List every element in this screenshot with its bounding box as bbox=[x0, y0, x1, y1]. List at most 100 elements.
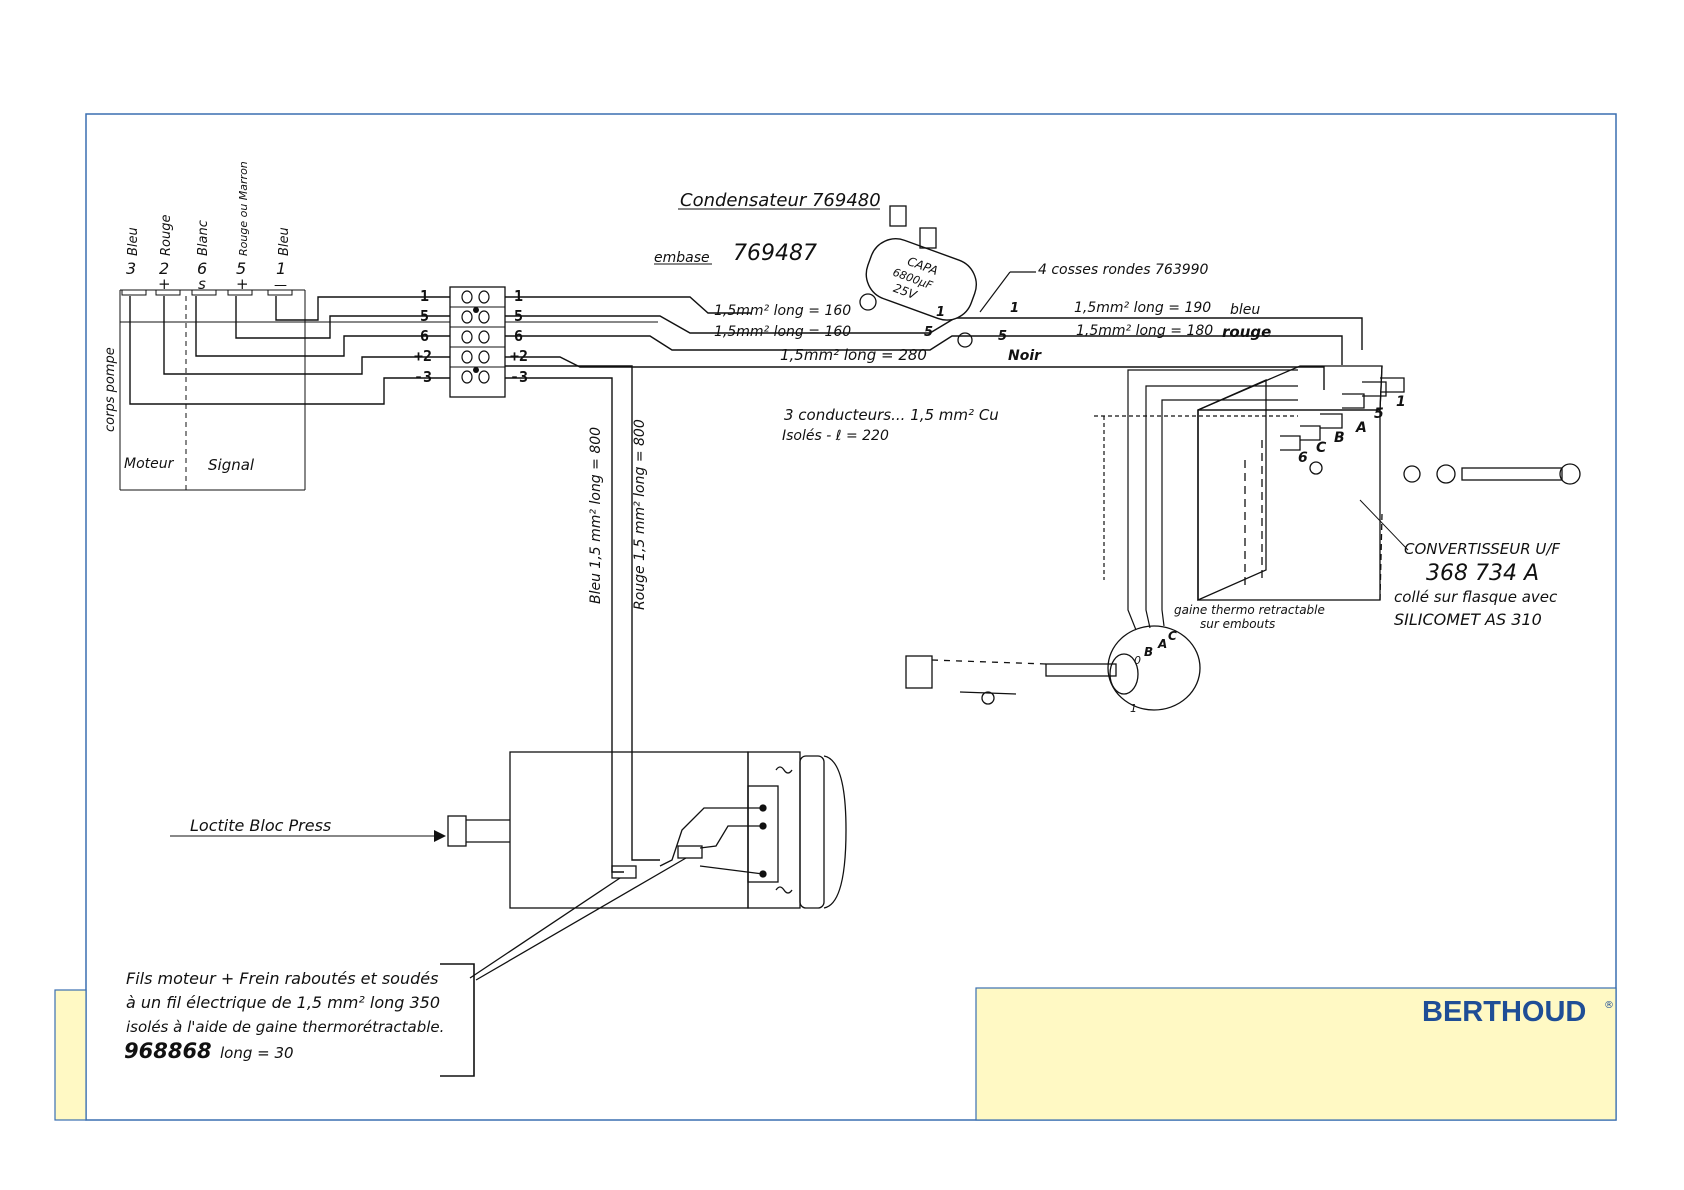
terminal-pad-4 bbox=[227, 289, 253, 296]
terminal-box bbox=[747, 785, 779, 883]
capacitor-title: Condensateur 769480 bbox=[680, 190, 881, 211]
capacitor-pin-4: 5 bbox=[998, 329, 1007, 344]
sensor-pin-a: A bbox=[1157, 637, 1167, 651]
legend-wire-sign-3: s bbox=[198, 275, 206, 293]
capacitor-pin-1: 1 bbox=[936, 305, 945, 320]
wire-label-190: 1,5mm² long = 190 bbox=[1074, 300, 1211, 316]
converter-ref: 368 734 A bbox=[1426, 561, 1539, 586]
gaine-label-line-1: gaine thermo retractable bbox=[1174, 603, 1325, 617]
brand-mark: ® bbox=[1604, 1000, 1614, 1011]
terminal-pad-1 bbox=[121, 289, 147, 296]
splice-sleeve-1 bbox=[611, 865, 637, 879]
capacitor-pin-2: 5 bbox=[924, 325, 933, 340]
terminal-right-4: +2 bbox=[510, 347, 528, 365]
sensor-pin-b: B bbox=[1144, 645, 1153, 659]
title-block bbox=[975, 987, 1617, 1121]
terminal-pad-2 bbox=[155, 289, 181, 296]
converter-note-1: collé sur flasque avec bbox=[1394, 588, 1558, 606]
set-screw-icon bbox=[981, 691, 995, 705]
fils-note-ref-length: long = 30 bbox=[220, 1044, 294, 1062]
terminal-screws bbox=[461, 290, 490, 384]
converter-terminal-b: B bbox=[1334, 430, 1345, 446]
conductors-note: 3 conducteurs... 1,5 mm² Cu Isolés - ℓ =… bbox=[782, 406, 999, 444]
legend-wire-label-1: Bleu bbox=[126, 227, 141, 256]
sensor-disc bbox=[1107, 625, 1201, 711]
motor-brake bbox=[799, 755, 825, 909]
pump-body-label: corps pompe bbox=[103, 347, 118, 432]
fils-note-ref: 968868 bbox=[124, 1039, 212, 1063]
converter-terminal-c: C bbox=[1316, 440, 1327, 456]
bolt-icon bbox=[1461, 467, 1563, 481]
converter-terminal-a: A bbox=[1355, 420, 1367, 436]
legend-wire-number-1: 3 bbox=[126, 259, 136, 278]
cosses-label: 4 cosses rondes 763990 bbox=[1038, 262, 1209, 278]
wire-labels: 1,5mm² long = 160 1,5mm² long = 160 1,5m… bbox=[588, 300, 1271, 610]
converter-title: CONVERTISSEUR U/F bbox=[1404, 540, 1560, 558]
motor-end-cap bbox=[747, 751, 801, 909]
brand-logo: BERTHOUD bbox=[1422, 996, 1586, 1028]
wire-label-160b: 1,5mm² long = 160 bbox=[714, 324, 851, 340]
legend-wire-label-4: Rouge ou Marron bbox=[237, 161, 250, 256]
capacitor-body bbox=[865, 238, 977, 321]
fils-note-line-2: à un fil électrique de 1,5 mm² long 350 bbox=[126, 993, 440, 1012]
terminal-left-3: 6 bbox=[420, 327, 429, 345]
wire-label-160a: 1,5mm² long = 160 bbox=[714, 303, 851, 319]
sensor-pin-c: C bbox=[1168, 629, 1177, 643]
speed-sensor bbox=[905, 625, 1201, 711]
terminal-left-1: 1 bbox=[420, 287, 429, 305]
wire-label-noir: Noir bbox=[1008, 348, 1042, 364]
loctite-label: Loctite Bloc Press bbox=[190, 816, 331, 835]
legend-wire-number-5: 1 bbox=[276, 259, 286, 278]
converter-lug-5 bbox=[1300, 425, 1321, 441]
terminal-left-2: 5 bbox=[420, 307, 429, 325]
converter-lug-1 bbox=[1380, 377, 1405, 393]
converter-terminal-6: 6 bbox=[1298, 450, 1308, 466]
sensor-shaft bbox=[1045, 663, 1117, 677]
terminal-pad-5 bbox=[267, 289, 293, 296]
motor-assembly bbox=[170, 751, 847, 981]
terminal-right-3: 6 bbox=[514, 327, 523, 345]
converter-box-top bbox=[1197, 365, 1383, 411]
converter-box-front bbox=[1197, 379, 1267, 601]
gaine-label-line-2: sur embouts bbox=[1200, 617, 1275, 631]
fils-note-line-3: isolés à l'aide de gaine thermorétractab… bbox=[126, 1018, 444, 1036]
wire-label-vertical-bleu: Bleu 1,5 mm² long = 800 bbox=[588, 427, 604, 604]
sensor-pin-1: 1 bbox=[1130, 702, 1137, 715]
moteur-label: Moteur bbox=[124, 456, 175, 472]
terminal-pad-3 bbox=[191, 289, 217, 296]
legend-wire-label-2: Rouge bbox=[159, 215, 174, 256]
terminal-left-5: -3 bbox=[414, 368, 432, 386]
arrow-icon bbox=[434, 830, 446, 842]
legend-wire-label-3: Blanc bbox=[196, 220, 211, 256]
signal-label: Signal bbox=[208, 456, 255, 474]
motor-body bbox=[509, 751, 749, 909]
sensor-hub bbox=[1109, 653, 1139, 695]
harness-wires bbox=[120, 296, 1363, 873]
capacitor-pin-3: 1 bbox=[1010, 301, 1019, 316]
legend-wire-number-4: 5 bbox=[236, 259, 246, 278]
capacitor: Condensateur 769480 embase 769487 CAPA 6… bbox=[654, 190, 1209, 348]
side-tab bbox=[54, 989, 87, 1121]
bolt-head-icon bbox=[1559, 463, 1581, 485]
terminal-right-2: 5 bbox=[514, 307, 523, 325]
legend-wire-sign-2: + bbox=[158, 275, 171, 293]
embase-label: embase bbox=[654, 250, 710, 266]
terminal-block: 1 5 6 +2 -3 1 5 6 +2 -3 bbox=[414, 286, 528, 398]
embase-ref: 769487 bbox=[733, 241, 817, 266]
wire-label-bleu: bleu bbox=[1230, 302, 1260, 318]
splice-sleeve-2 bbox=[677, 845, 703, 859]
nut-icon bbox=[1436, 464, 1456, 484]
converter-box bbox=[1197, 409, 1381, 601]
legend-wire-label-5: Bleu bbox=[277, 227, 292, 256]
motor-shaft-coupling bbox=[447, 815, 467, 847]
wire-label-rouge: rouge bbox=[1222, 323, 1271, 341]
converter-terminal-1: 1 bbox=[1396, 394, 1406, 410]
wire-label-280: 1,5mm² long = 280 bbox=[780, 346, 927, 364]
converter bbox=[1197, 365, 1581, 601]
drawing-frame bbox=[85, 113, 1617, 1121]
washer-icon bbox=[1403, 465, 1421, 483]
capacitor-bracket-mid bbox=[919, 227, 937, 249]
terminal-block-body bbox=[449, 286, 506, 398]
legend-wire-number-3: 6 bbox=[197, 259, 207, 278]
